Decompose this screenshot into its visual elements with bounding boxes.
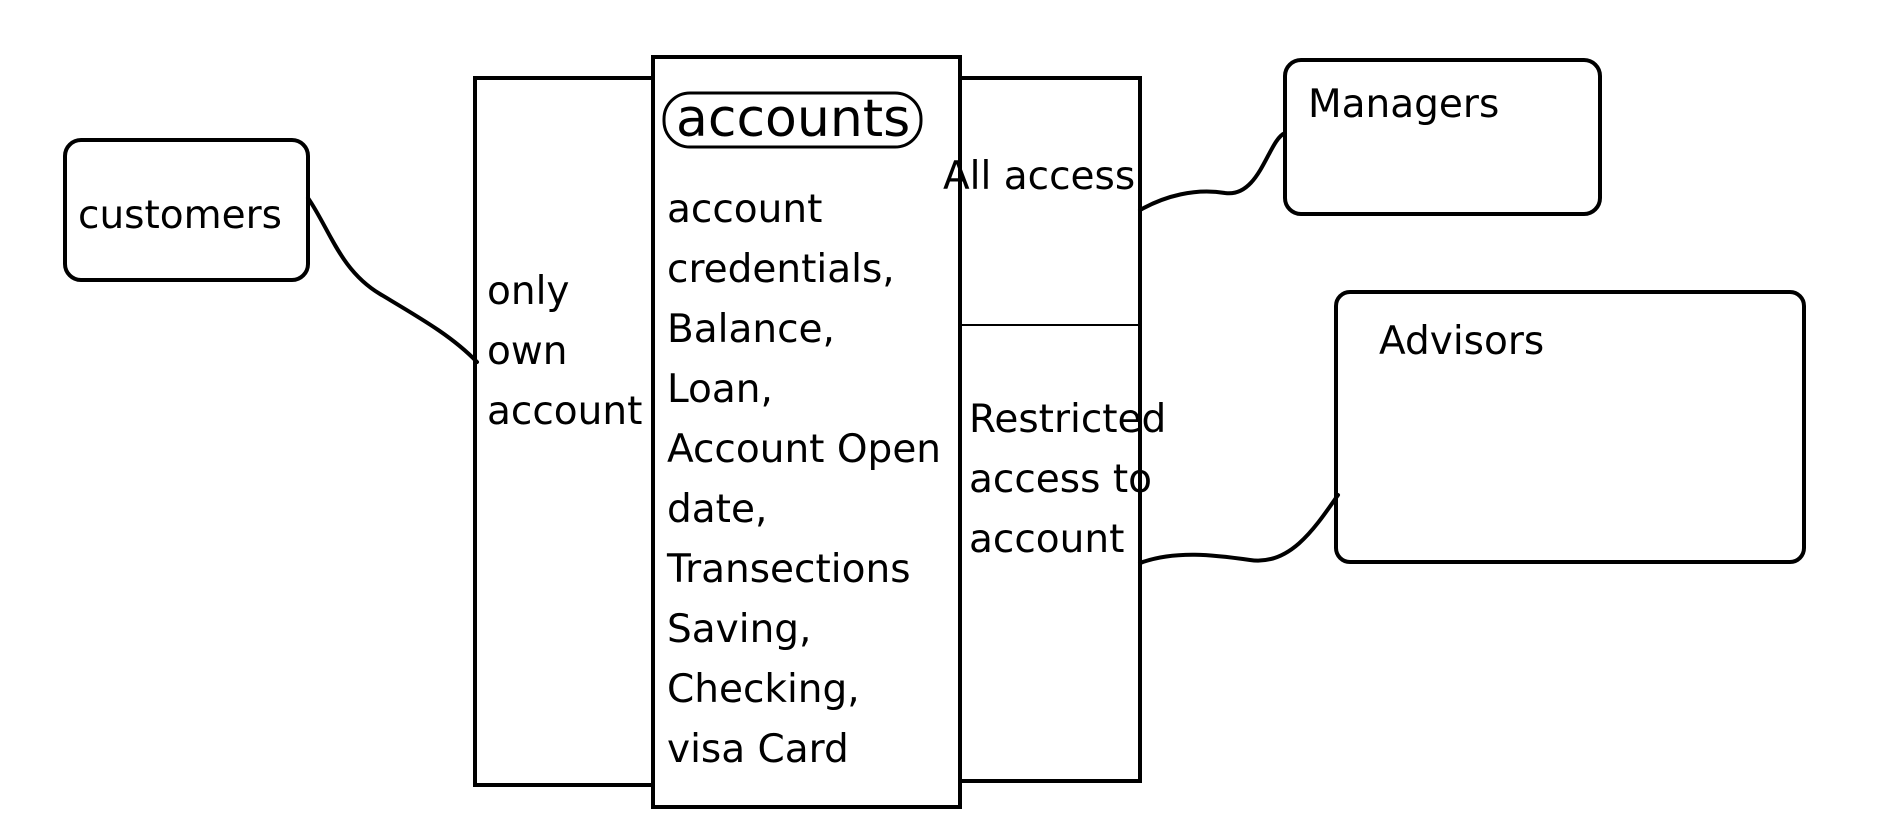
field-item: Account Open xyxy=(667,427,942,472)
manager-access-label: All access xyxy=(943,154,1136,199)
advisor-access-line: account xyxy=(969,517,1125,562)
managers-label: Managers xyxy=(1308,82,1500,127)
customer-access-line: account xyxy=(487,389,643,434)
field-item: visa Card xyxy=(667,727,849,772)
customer-access-line: own xyxy=(487,329,568,374)
customer-access-label: only own account xyxy=(487,262,642,442)
field-item: Saving, xyxy=(667,607,812,652)
managers-connector xyxy=(1138,131,1287,212)
customers-label: customers xyxy=(78,193,282,238)
advisor-access-label: Restricted access to account xyxy=(969,390,1166,570)
advisor-access-line: Restricted xyxy=(969,397,1167,442)
field-item: credentials, xyxy=(667,247,895,292)
field-item: Transections xyxy=(667,547,911,592)
advisor-access-line: access to xyxy=(969,457,1152,502)
customers-box xyxy=(63,138,310,282)
advisors-box xyxy=(1334,290,1806,564)
advisors-label: Advisors xyxy=(1379,319,1545,364)
field-item: Checking, xyxy=(667,667,860,712)
accounts-title-oval xyxy=(662,91,923,149)
customers-connector xyxy=(306,196,479,364)
field-item: account xyxy=(667,187,823,232)
account-field-list: account credentials, Balance, Loan, Acco… xyxy=(667,180,941,780)
field-item: Balance, xyxy=(667,307,835,352)
managers-box xyxy=(1283,58,1602,216)
field-item: date, xyxy=(667,487,768,532)
accounts-title: accounts xyxy=(676,89,911,149)
accounts-entity-box xyxy=(651,55,962,809)
field-item: Loan, xyxy=(667,367,773,412)
advisors-connector xyxy=(1138,493,1340,565)
customer-access-line: only xyxy=(487,269,570,314)
